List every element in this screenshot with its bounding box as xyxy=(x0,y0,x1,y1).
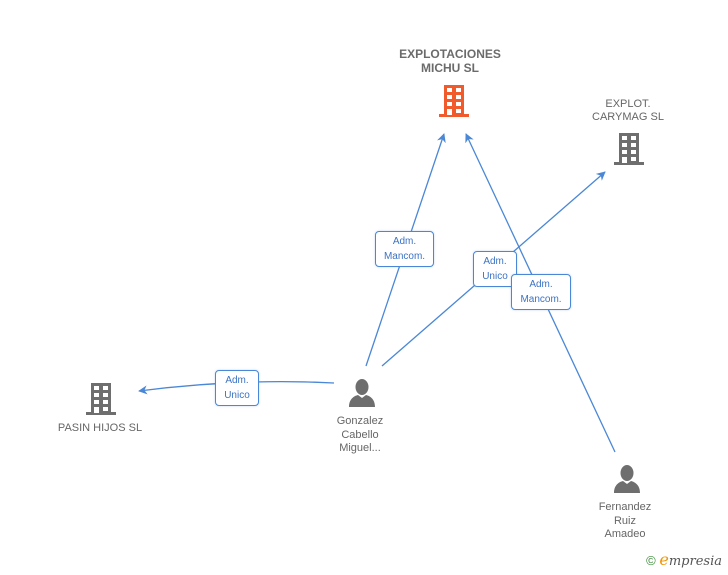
person-icon[interactable] xyxy=(347,378,377,408)
edge-label-line: Adm. xyxy=(392,236,417,247)
empresia-logo[interactable]: empresia xyxy=(659,550,722,569)
node-label-line: MICHU SL xyxy=(421,61,479,75)
node-label-line: Amadeo xyxy=(604,528,646,540)
edge-label-adm-mancom[interactable]: Adm. Mancom. xyxy=(375,231,434,267)
edge-label-adm-mancom[interactable]: Adm. Mancom. xyxy=(511,274,571,310)
node-label-gonzalez-cabello[interactable]: Gonzalez Cabello Miguel... xyxy=(320,415,400,456)
logo-initial: e xyxy=(659,550,669,569)
edge-label-line: Unico xyxy=(482,271,508,282)
copyright-icon: © xyxy=(646,553,656,568)
node-label-explotaciones-michu[interactable]: EXPLOTACIONES MICHU SL xyxy=(380,47,520,75)
node-label-line: CARYMAG SL xyxy=(592,111,664,123)
building-icon[interactable] xyxy=(612,131,646,167)
node-label-line: EXPLOTACIONES xyxy=(399,47,501,61)
node-label-explot-carymag[interactable]: EXPLOT. CARYMAG SL xyxy=(578,98,678,124)
edge-label-line: Adm. xyxy=(225,375,249,386)
edge-label-line: Unico xyxy=(224,390,250,401)
node-label-line: EXPLOT. xyxy=(605,98,651,110)
node-label-line: Ruiz xyxy=(613,514,636,527)
edge-label-adm-unico[interactable]: Adm. Unico xyxy=(473,251,517,287)
footer-branding: © empresia xyxy=(646,550,722,569)
person-icon[interactable] xyxy=(612,464,642,494)
node-label-fernandez-ruiz[interactable]: Fernandez Ruiz Amadeo xyxy=(585,501,665,542)
node-label-line: PASIN HIJOS SL xyxy=(57,422,143,434)
edge-label-line: Mancom. xyxy=(520,294,562,305)
logo-text: mpresia xyxy=(668,554,722,569)
building-icon[interactable] xyxy=(437,83,471,119)
node-label-line: Fernandez xyxy=(598,501,652,513)
edge-label-line: Adm. xyxy=(529,279,553,290)
edge-label-line: Mancom. xyxy=(383,251,426,262)
node-label-line: Gonzalez xyxy=(336,415,384,427)
node-label-line: Miguel... xyxy=(339,442,381,454)
edge-label-adm-unico[interactable]: Adm. Unico xyxy=(215,370,259,406)
node-label-line: Cabello xyxy=(341,428,379,441)
node-label-pasin-hijos[interactable]: PASIN HIJOS SL xyxy=(40,422,160,435)
building-icon[interactable] xyxy=(84,381,118,417)
edge-label-line: Adm. xyxy=(483,256,507,267)
